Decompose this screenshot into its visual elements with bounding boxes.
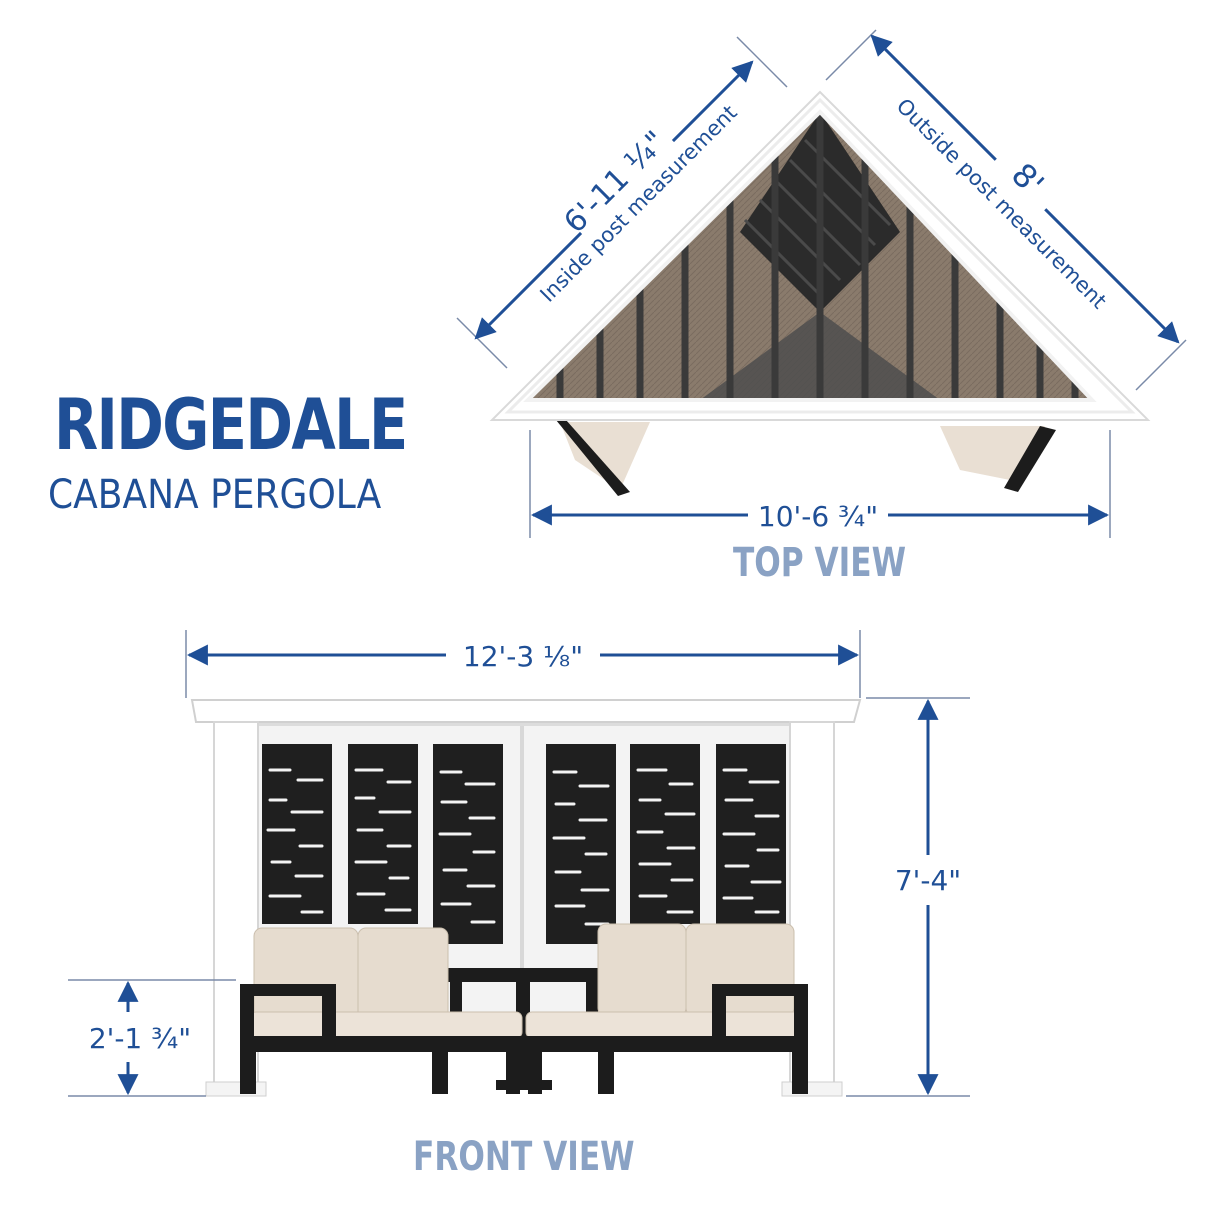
top-width-value: 10'-6 ¾" <box>758 500 878 533</box>
front-sofa-right <box>525 923 808 1094</box>
seat-height-value: 2'-1 ¾" <box>89 1022 191 1055</box>
top-view-cushion-left <box>556 420 650 496</box>
front-width-value: 12'-3 ⅛" <box>463 640 583 673</box>
front-roof <box>190 699 862 723</box>
front-view-drawing: 12'-3 ⅛" 7'-4" 2'-1 ¾" <box>68 630 970 1097</box>
brand-title: RIDGEDALE <box>54 384 408 466</box>
front-width-dimension: 12'-3 ⅛" <box>185 630 861 698</box>
height-dimension: 7'-4" <box>846 697 970 1097</box>
top-view-drawing: 6'-11 ¼" Inside post measurement 8' Outs… <box>456 29 1187 538</box>
product-subtitle: CABANA PERGOLA <box>48 472 382 518</box>
front-view-label: FRONT VIEW <box>413 1134 635 1180</box>
height-value: 7'-4" <box>895 864 961 897</box>
top-width-dimension: 10'-6 ¾" <box>529 430 1111 538</box>
top-view-label: TOP VIEW <box>733 540 907 586</box>
front-privacy-panels <box>262 744 786 944</box>
front-sofa-left <box>240 927 523 1094</box>
top-view-cushion-right <box>940 426 1056 492</box>
seat-height-dimension: 2'-1 ¾" <box>68 979 236 1097</box>
